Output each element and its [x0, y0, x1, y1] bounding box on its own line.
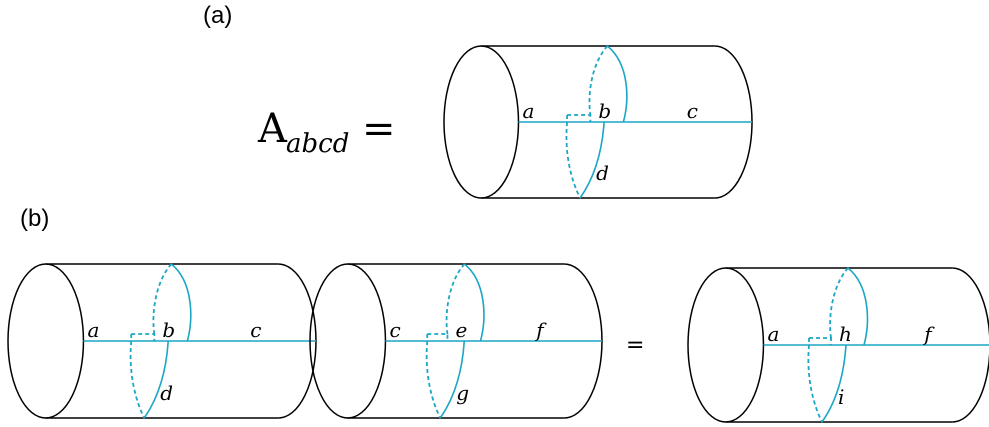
bottom-leg-front — [143, 340, 170, 419]
leg-dashed-step — [427, 333, 449, 341]
cylinder-left-cap — [309, 263, 387, 419]
cylinder-left-cap — [7, 263, 85, 419]
cylinder-left-cap — [687, 267, 765, 423]
cylinder-right-cap — [952, 267, 989, 423]
top-leg-front — [847, 267, 869, 346]
leg-dashed-step — [131, 333, 156, 341]
label-left: c — [389, 318, 400, 342]
bottom-leg-front — [821, 344, 847, 423]
label-middle: b — [598, 99, 611, 123]
bottom-leg-front — [439, 340, 466, 419]
equation-a-subscript: abcd — [286, 129, 349, 159]
top-leg-front — [606, 45, 628, 123]
equation-a-equals: = — [362, 106, 396, 152]
label-left: a — [87, 318, 99, 342]
bottom-leg-back — [565, 121, 581, 199]
bottom-leg-back — [807, 344, 823, 423]
label-bottom: i — [838, 385, 844, 409]
cylinder-a-main: a b c d — [443, 45, 753, 199]
bottom-leg-back — [425, 340, 442, 419]
label-right: c — [687, 99, 698, 123]
equation-b-equals: = — [626, 333, 644, 358]
label-right: f — [922, 322, 935, 346]
cylinder-left-cap — [443, 45, 520, 199]
label-bottom: d — [160, 381, 173, 405]
label-middle: h — [839, 322, 852, 346]
label-bottom: d — [596, 161, 609, 185]
panel-a-label: (a) — [203, 2, 233, 29]
cylinder-b-first: a b c d — [7, 263, 317, 419]
label-bottom: g — [456, 381, 469, 405]
label-right: f — [534, 318, 547, 342]
top-leg-back — [152, 263, 172, 335]
label-right: c — [250, 318, 261, 342]
top-leg-back — [588, 45, 609, 116]
cylinder-b-second: c e f g — [309, 263, 603, 419]
leg-dashed-step — [567, 114, 592, 122]
leg-dashed-step — [809, 337, 832, 345]
panel-b-label: (b) — [20, 205, 50, 232]
equation-a-symbol: A — [257, 106, 288, 152]
top-leg-back — [445, 263, 466, 335]
top-leg-front — [463, 263, 485, 342]
top-leg-back — [829, 267, 849, 339]
cylinder-layer: a b c d a b c d c e f g a h f i — [7, 45, 989, 423]
top-leg-front — [170, 263, 192, 342]
label-left: a — [522, 99, 534, 123]
equation-a: A abcd = — [257, 106, 396, 159]
label-left: a — [767, 322, 779, 346]
label-middle: b — [162, 318, 175, 342]
bottom-leg-front — [579, 121, 605, 199]
cylinder-b-result: a h f i — [687, 267, 989, 423]
label-middle: e — [455, 318, 467, 342]
bottom-leg-back — [129, 340, 146, 419]
